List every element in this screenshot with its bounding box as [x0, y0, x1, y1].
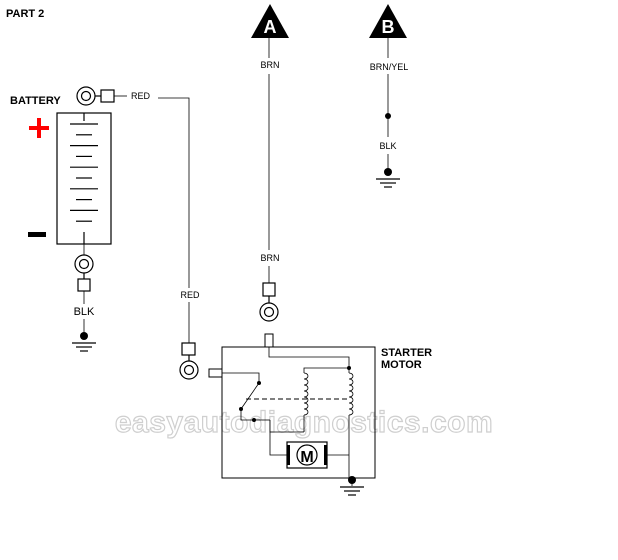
starter-solenoid-ring-terminal-icon — [179, 342, 199, 380]
starter-housing — [221, 346, 376, 479]
battery-positive-ring-terminal-icon — [76, 86, 115, 106]
connector-b-wire-top-label: BRN/YEL — [370, 62, 409, 72]
connector-a: A BRN BRN — [251, 4, 289, 322]
connector-b: B BRN/YEL BLK — [369, 4, 409, 188]
connector-b-ground-icon — [376, 168, 400, 188]
battery-ground-icon — [72, 332, 96, 352]
motor-letter: M — [300, 449, 313, 466]
motor-icon: M — [286, 441, 328, 469]
red-wire — [158, 97, 190, 288]
connector-b-wire-bottom-label: BLK — [379, 141, 396, 151]
splice-dot-icon — [385, 113, 391, 119]
connector-a-triangle-icon — [251, 4, 289, 38]
connector-a-wire-top-label: BRN — [260, 60, 279, 70]
hold-in-coil-icon — [348, 372, 354, 416]
starter-motor: STARTER MOTOR — [208, 333, 432, 496]
starter-b-terminal — [208, 368, 223, 378]
battery-negative-ring-terminal-icon — [74, 254, 94, 292]
starter-label-line1: STARTER — [381, 347, 432, 359]
page-title: PART 2 — [6, 8, 44, 20]
battery-positive-wire-label: RED — [131, 91, 151, 101]
pull-in-coil-icon — [303, 372, 309, 416]
red-wire-label: RED — [180, 290, 200, 300]
starter-ground-icon — [340, 476, 364, 496]
connector-b-letter: B — [382, 17, 395, 37]
solenoid-switch-icon — [239, 381, 261, 421]
battery-cells — [70, 123, 98, 222]
battery-negative-wire-label: BLK — [74, 306, 95, 318]
connector-a-letter: A — [264, 17, 277, 37]
starter-motor-ring-terminal-icon — [259, 282, 279, 322]
connector-a-wire-bottom-label: BRN — [260, 253, 279, 263]
starter-s-terminal — [264, 333, 274, 348]
battery-label: BATTERY — [10, 95, 61, 107]
battery: BATTERY RED BLK — [10, 86, 151, 352]
starter-label-line2: MOTOR — [381, 359, 422, 371]
negative-terminal-icon — [28, 232, 46, 237]
connector-b-triangle-icon — [369, 4, 407, 38]
positive-terminal-icon — [29, 118, 49, 138]
